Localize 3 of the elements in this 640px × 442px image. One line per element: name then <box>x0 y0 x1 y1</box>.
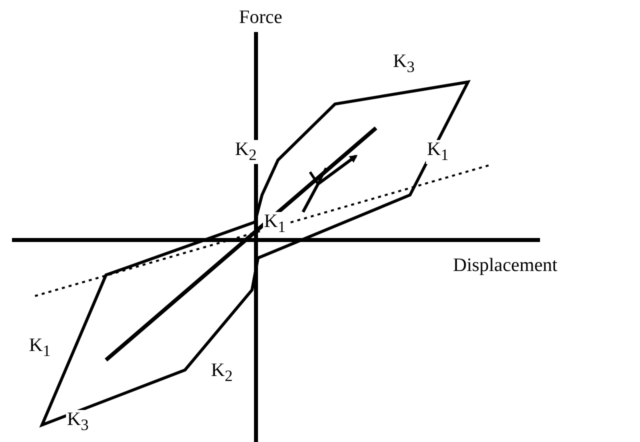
stiffness-label: K$_{2}$ <box>234 140 258 164</box>
stiffness-label: K$_{1}$ <box>426 140 450 164</box>
axis-label: Displacement <box>452 256 558 275</box>
